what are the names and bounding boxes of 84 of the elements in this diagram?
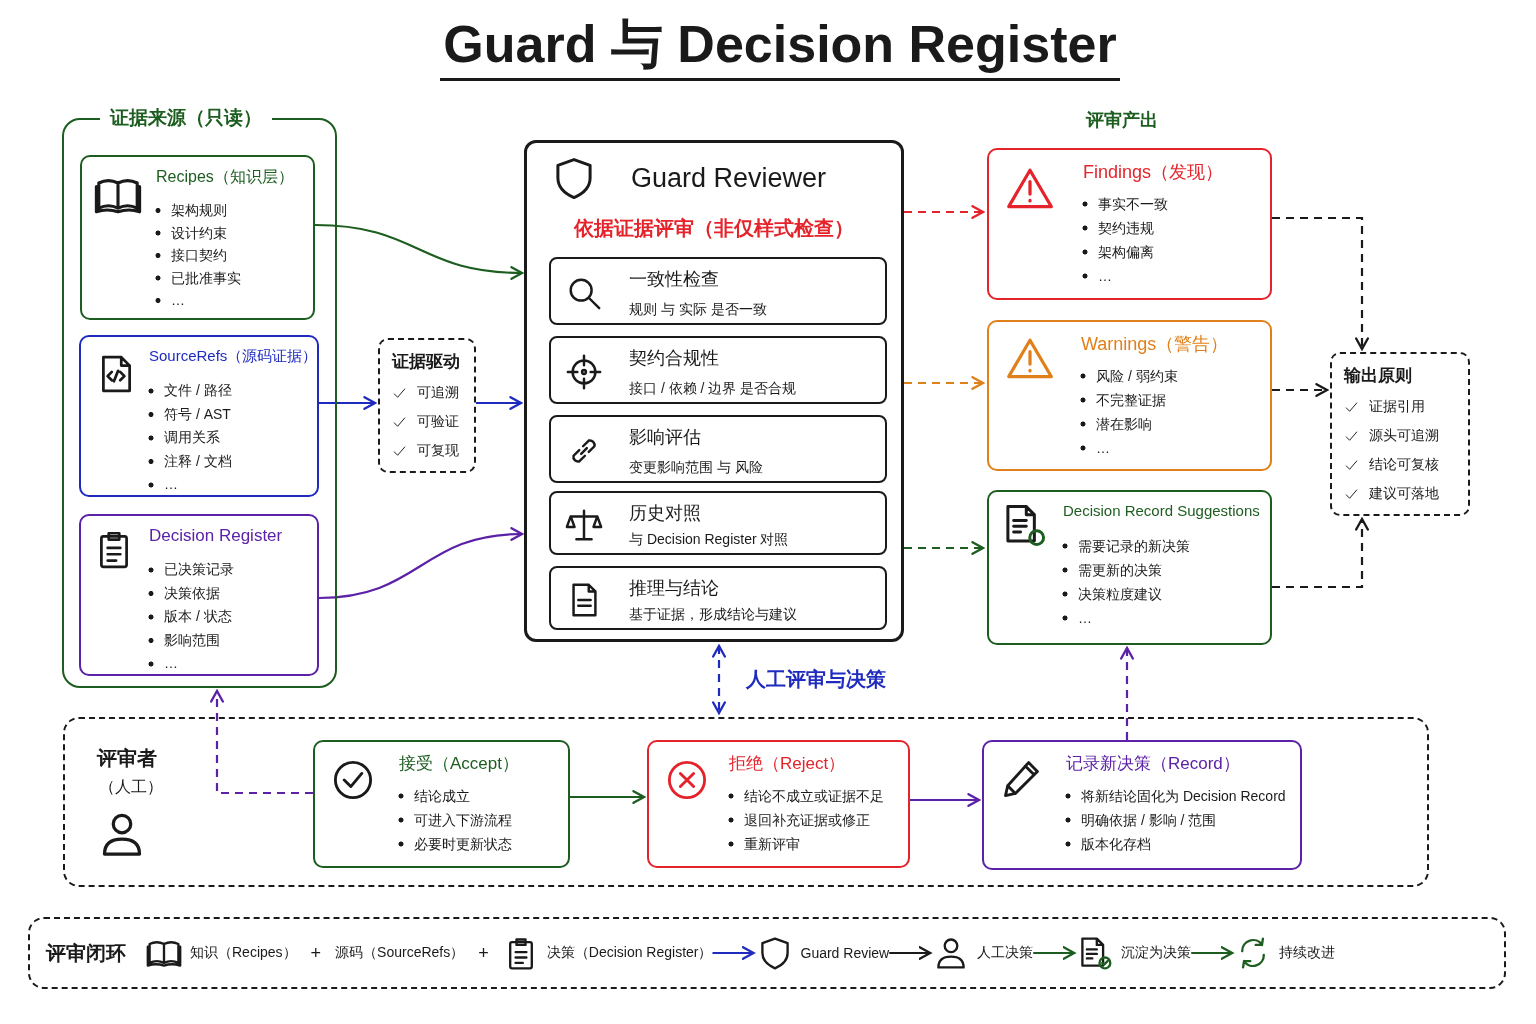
card — [313, 740, 570, 868]
arrow — [1191, 946, 1234, 960]
panel-title: Guard Reviewer — [631, 163, 827, 194]
card-heading: 记录新决策（Record） — [1066, 753, 1240, 775]
loop-step: 决策（Decision Register） — [546, 944, 713, 962]
card — [647, 740, 910, 868]
principle-box — [378, 338, 476, 473]
principle-box — [1330, 352, 1470, 516]
plus-sign: + — [310, 942, 322, 964]
check-step — [549, 336, 887, 404]
box-heading: 输出原则 — [1344, 365, 1412, 387]
step-title: 历史对照 — [629, 502, 701, 525]
loop-step: 源码（SourceRefs） — [335, 944, 465, 962]
dashed-arrow — [904, 541, 985, 555]
diagram-title: Guard 与 Decision Register — [440, 10, 1120, 81]
card-heading: SourceRefs（源码证据） — [149, 347, 318, 366]
loop-bar — [28, 917, 1506, 989]
card — [987, 490, 1272, 645]
step-subtitle: 规则 与 实际 是否一致 — [629, 301, 767, 319]
band-subheading: （人工） — [99, 777, 163, 797]
card-heading: Decision Register — [149, 526, 283, 546]
card-heading: Warnings（警告） — [1081, 333, 1229, 356]
bar-heading: 评审闭环 — [46, 940, 126, 966]
card-heading: Findings（发现） — [1083, 161, 1224, 184]
card-heading: 接受（Accept） — [399, 753, 519, 775]
dashed-arrow — [904, 205, 985, 219]
dashed-arrow — [1120, 646, 1134, 740]
card — [987, 148, 1272, 300]
check-step — [549, 491, 887, 555]
check-step — [549, 566, 887, 630]
panel-subtitle: 依据证据评审（非仅样式检查） — [573, 216, 855, 241]
card — [80, 155, 315, 320]
arrow — [318, 527, 524, 600]
card-heading: Recipes（知识层） — [156, 167, 294, 187]
edge-label: 人工评审与决策 — [743, 665, 889, 693]
dashed-arrow — [1272, 216, 1369, 351]
step-title: 影响评估 — [629, 426, 701, 449]
step-subtitle: 变更影响范围 与 风险 — [629, 459, 763, 477]
loop-step: 持续改进 — [1279, 944, 1336, 962]
step-subtitle: 基于证据，形成结论与建议 — [629, 606, 797, 624]
section-label: 评审产出 — [1086, 109, 1158, 132]
arrow — [712, 946, 755, 960]
step-title: 契约合规性 — [629, 347, 719, 370]
arrow — [314, 223, 524, 280]
check-step — [549, 415, 887, 483]
check-item: 结论可复核 — [1369, 456, 1439, 474]
arrow — [570, 790, 646, 804]
plus-sign: + — [478, 942, 489, 964]
check-item: 可追溯 — [417, 384, 459, 402]
step-subtitle: 与 Decision Register 对照 — [629, 531, 789, 549]
loop-step: 人工决策 — [977, 944, 1034, 962]
dashed-arrow — [210, 689, 313, 795]
reviewer-panel — [524, 140, 904, 642]
card-heading: 拒绝（Reject） — [729, 753, 846, 775]
step-title: 一致性检查 — [629, 268, 719, 291]
loop-step: Guard Review — [800, 945, 890, 961]
arrow — [1033, 946, 1076, 960]
dashed-arrow — [1272, 517, 1369, 589]
card — [79, 335, 319, 497]
dashed-arrow — [712, 644, 726, 715]
dashed-arrow — [904, 376, 985, 390]
review-band — [63, 717, 1429, 887]
loop-step: 沉淀为决策 — [1121, 944, 1192, 962]
check-item: 源头可追溯 — [1369, 427, 1439, 445]
card-heading: Decision Record Suggestions — [1063, 502, 1260, 519]
card — [982, 740, 1302, 870]
card — [987, 320, 1272, 471]
check-item: 证据引用 — [1369, 398, 1425, 416]
arrow — [319, 396, 377, 410]
band-heading: 评审者 — [97, 746, 157, 771]
check-item: 可复现 — [417, 442, 459, 460]
arrow — [910, 793, 981, 807]
check-step — [549, 257, 887, 325]
group-heading: 证据来源（只读） — [100, 105, 272, 131]
card — [79, 514, 319, 676]
arrow — [476, 396, 523, 410]
step-subtitle: 接口 / 依赖 / 边界 是否合规 — [629, 380, 797, 398]
loop-step: 知识（Recipes） — [190, 944, 297, 962]
box-heading: 证据驱动 — [392, 351, 460, 373]
check-item: 建议可落地 — [1369, 485, 1439, 503]
arrow — [889, 946, 932, 960]
check-item: 可验证 — [417, 413, 459, 431]
step-title: 推理与结论 — [629, 577, 719, 600]
dashed-arrow — [1272, 383, 1329, 397]
